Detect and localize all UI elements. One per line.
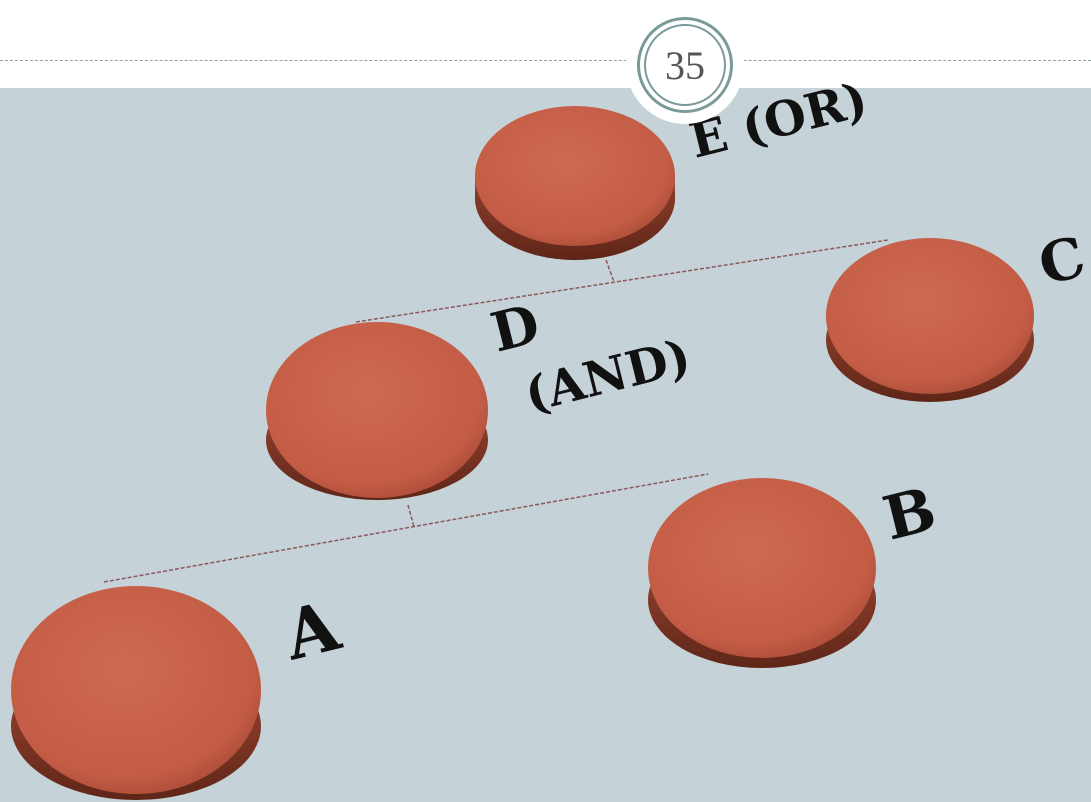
node-c-label: C xyxy=(1032,224,1091,299)
node-a-disc xyxy=(11,586,261,800)
connector-a-b xyxy=(103,473,709,583)
node-a-label: A xyxy=(276,586,349,677)
connector-d-to-ab xyxy=(407,504,415,528)
node-d-disc xyxy=(266,322,488,500)
node-d-label-line2: (AND) xyxy=(519,329,696,424)
node-e-disc xyxy=(475,106,675,260)
connector-e-to-dc xyxy=(605,259,615,283)
node-d-label-line1: D xyxy=(485,291,546,364)
page-number: 35 xyxy=(644,24,726,106)
connectors xyxy=(103,239,889,583)
node-b-disc xyxy=(648,478,876,668)
node-c-disc xyxy=(826,238,1034,402)
header-divider xyxy=(0,60,1091,61)
node-b-label: B xyxy=(877,474,943,554)
